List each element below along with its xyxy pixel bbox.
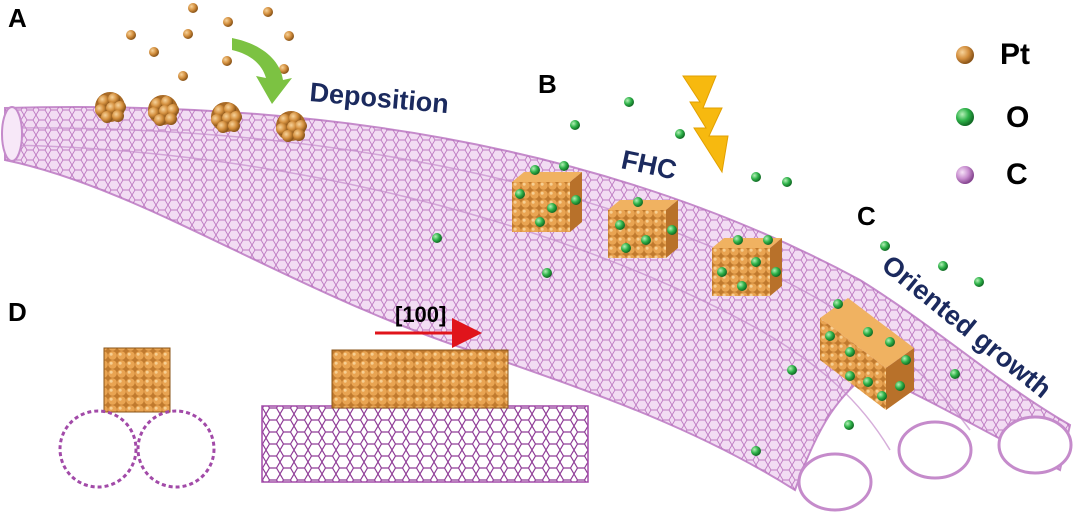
o-atom: [542, 268, 552, 278]
nanotube-cross-section: [58, 409, 138, 489]
o-atom: [880, 241, 890, 251]
pt-atom: [188, 3, 198, 13]
o-atom: [432, 233, 442, 243]
tube-end-3: [997, 415, 1073, 475]
pt-atom: [284, 31, 294, 41]
o-atom: [624, 97, 634, 107]
cross-section-view: [58, 347, 216, 489]
lightning-bolt-icon: [682, 75, 729, 174]
legend: Pt O C: [956, 38, 1030, 191]
o-atom: [787, 365, 797, 375]
pt-nanocube: [608, 197, 678, 258]
pt-legend-marker: [956, 46, 974, 64]
panel-label-d: D: [8, 297, 27, 327]
legend-item-o: O: [956, 101, 1029, 134]
pt-cluster: [95, 92, 126, 123]
pt-nanoparticles: [95, 92, 307, 142]
pt-atom: [223, 17, 233, 27]
c-legend-marker: [956, 166, 974, 184]
pt-atom: [149, 47, 159, 57]
legend-label-o: O: [1006, 101, 1029, 134]
side-view: [100]: [261, 302, 589, 483]
direction-label: [100]: [395, 302, 446, 327]
tube-end-2: [897, 420, 973, 480]
o-atom: [751, 446, 761, 456]
falling-pt-atoms: [126, 3, 294, 81]
pt-nanocube: [512, 161, 582, 232]
o-atom: [782, 177, 792, 187]
pt-atom: [183, 29, 193, 39]
o-atom: [938, 261, 948, 271]
deposition-label: Deposition: [308, 77, 450, 119]
nanotube-side-lattice: [261, 405, 589, 483]
o-atom: [974, 277, 984, 287]
o-atom: [751, 172, 761, 182]
o-atom: [844, 420, 854, 430]
pt-nanocube: [712, 235, 782, 296]
legend-item-c: C: [956, 158, 1028, 191]
o-atom: [570, 120, 580, 130]
panel-label-c: C: [857, 201, 876, 231]
pt-block-side: [331, 349, 509, 409]
pt-cluster: [276, 111, 307, 142]
curved-arrow-icon: [232, 38, 292, 104]
nanotube-cross-section: [136, 409, 216, 489]
o-atom: [950, 369, 960, 379]
o-atom: [675, 129, 685, 139]
pt-nanorod: [820, 298, 914, 410]
o-legend-marker: [956, 108, 974, 126]
tube-end-left: [1, 106, 23, 162]
pt-atom: [222, 56, 232, 66]
pt-atom: [126, 30, 136, 40]
tube-end-1: [797, 452, 873, 512]
pt-cluster: [148, 95, 179, 126]
pt-cluster: [211, 102, 242, 133]
oxygen-atoms: [432, 97, 984, 456]
pt-atom: [279, 64, 289, 74]
pt-block-cross-section: [103, 347, 171, 413]
pt-atom: [178, 71, 188, 81]
pt-atom: [263, 7, 273, 17]
legend-item-pt: Pt: [956, 38, 1030, 71]
panel-label-b: B: [538, 69, 557, 99]
legend-label-c: C: [1006, 158, 1028, 191]
legend-label-pt: Pt: [1000, 38, 1030, 71]
nanotube-bundle: [1, 106, 1073, 512]
fhc-label: FHC: [619, 145, 680, 186]
panel-label-a: A: [8, 3, 27, 33]
